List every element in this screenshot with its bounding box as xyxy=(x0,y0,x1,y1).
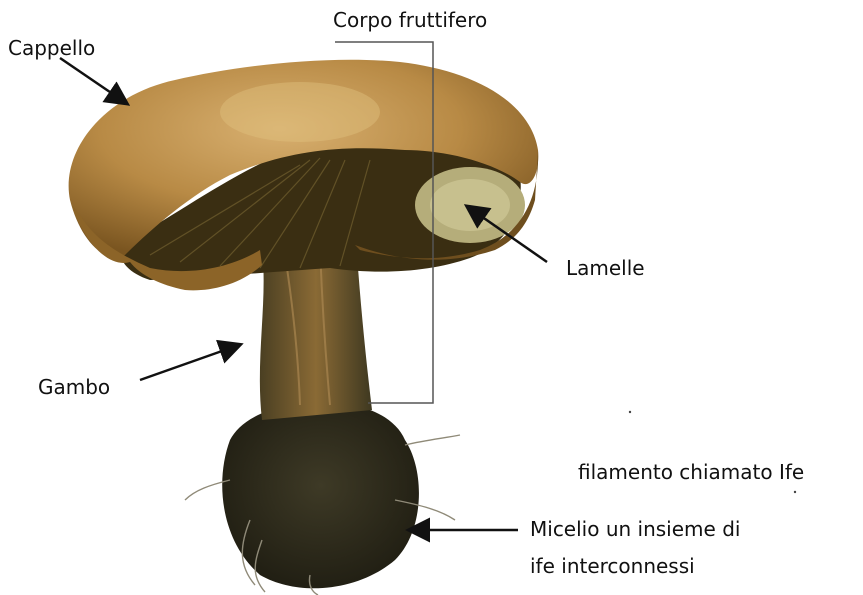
speck xyxy=(794,491,796,493)
label-mycelium-line2: ife interconnessi xyxy=(530,556,695,576)
label-fruiting-body: Corpo fruttifero xyxy=(333,10,487,30)
stem-arrow xyxy=(140,345,239,380)
speck xyxy=(629,411,631,413)
cap-arrow xyxy=(60,58,126,103)
label-hyphae: filamento chiamato Ife xyxy=(578,462,804,482)
label-gills: Lamelle xyxy=(566,258,645,278)
label-cap: Cappello xyxy=(8,38,95,58)
mycelium-clump xyxy=(185,401,460,595)
label-stem: Gambo xyxy=(38,377,110,397)
label-mycelium-line1: Micelio un insieme di xyxy=(530,519,740,539)
